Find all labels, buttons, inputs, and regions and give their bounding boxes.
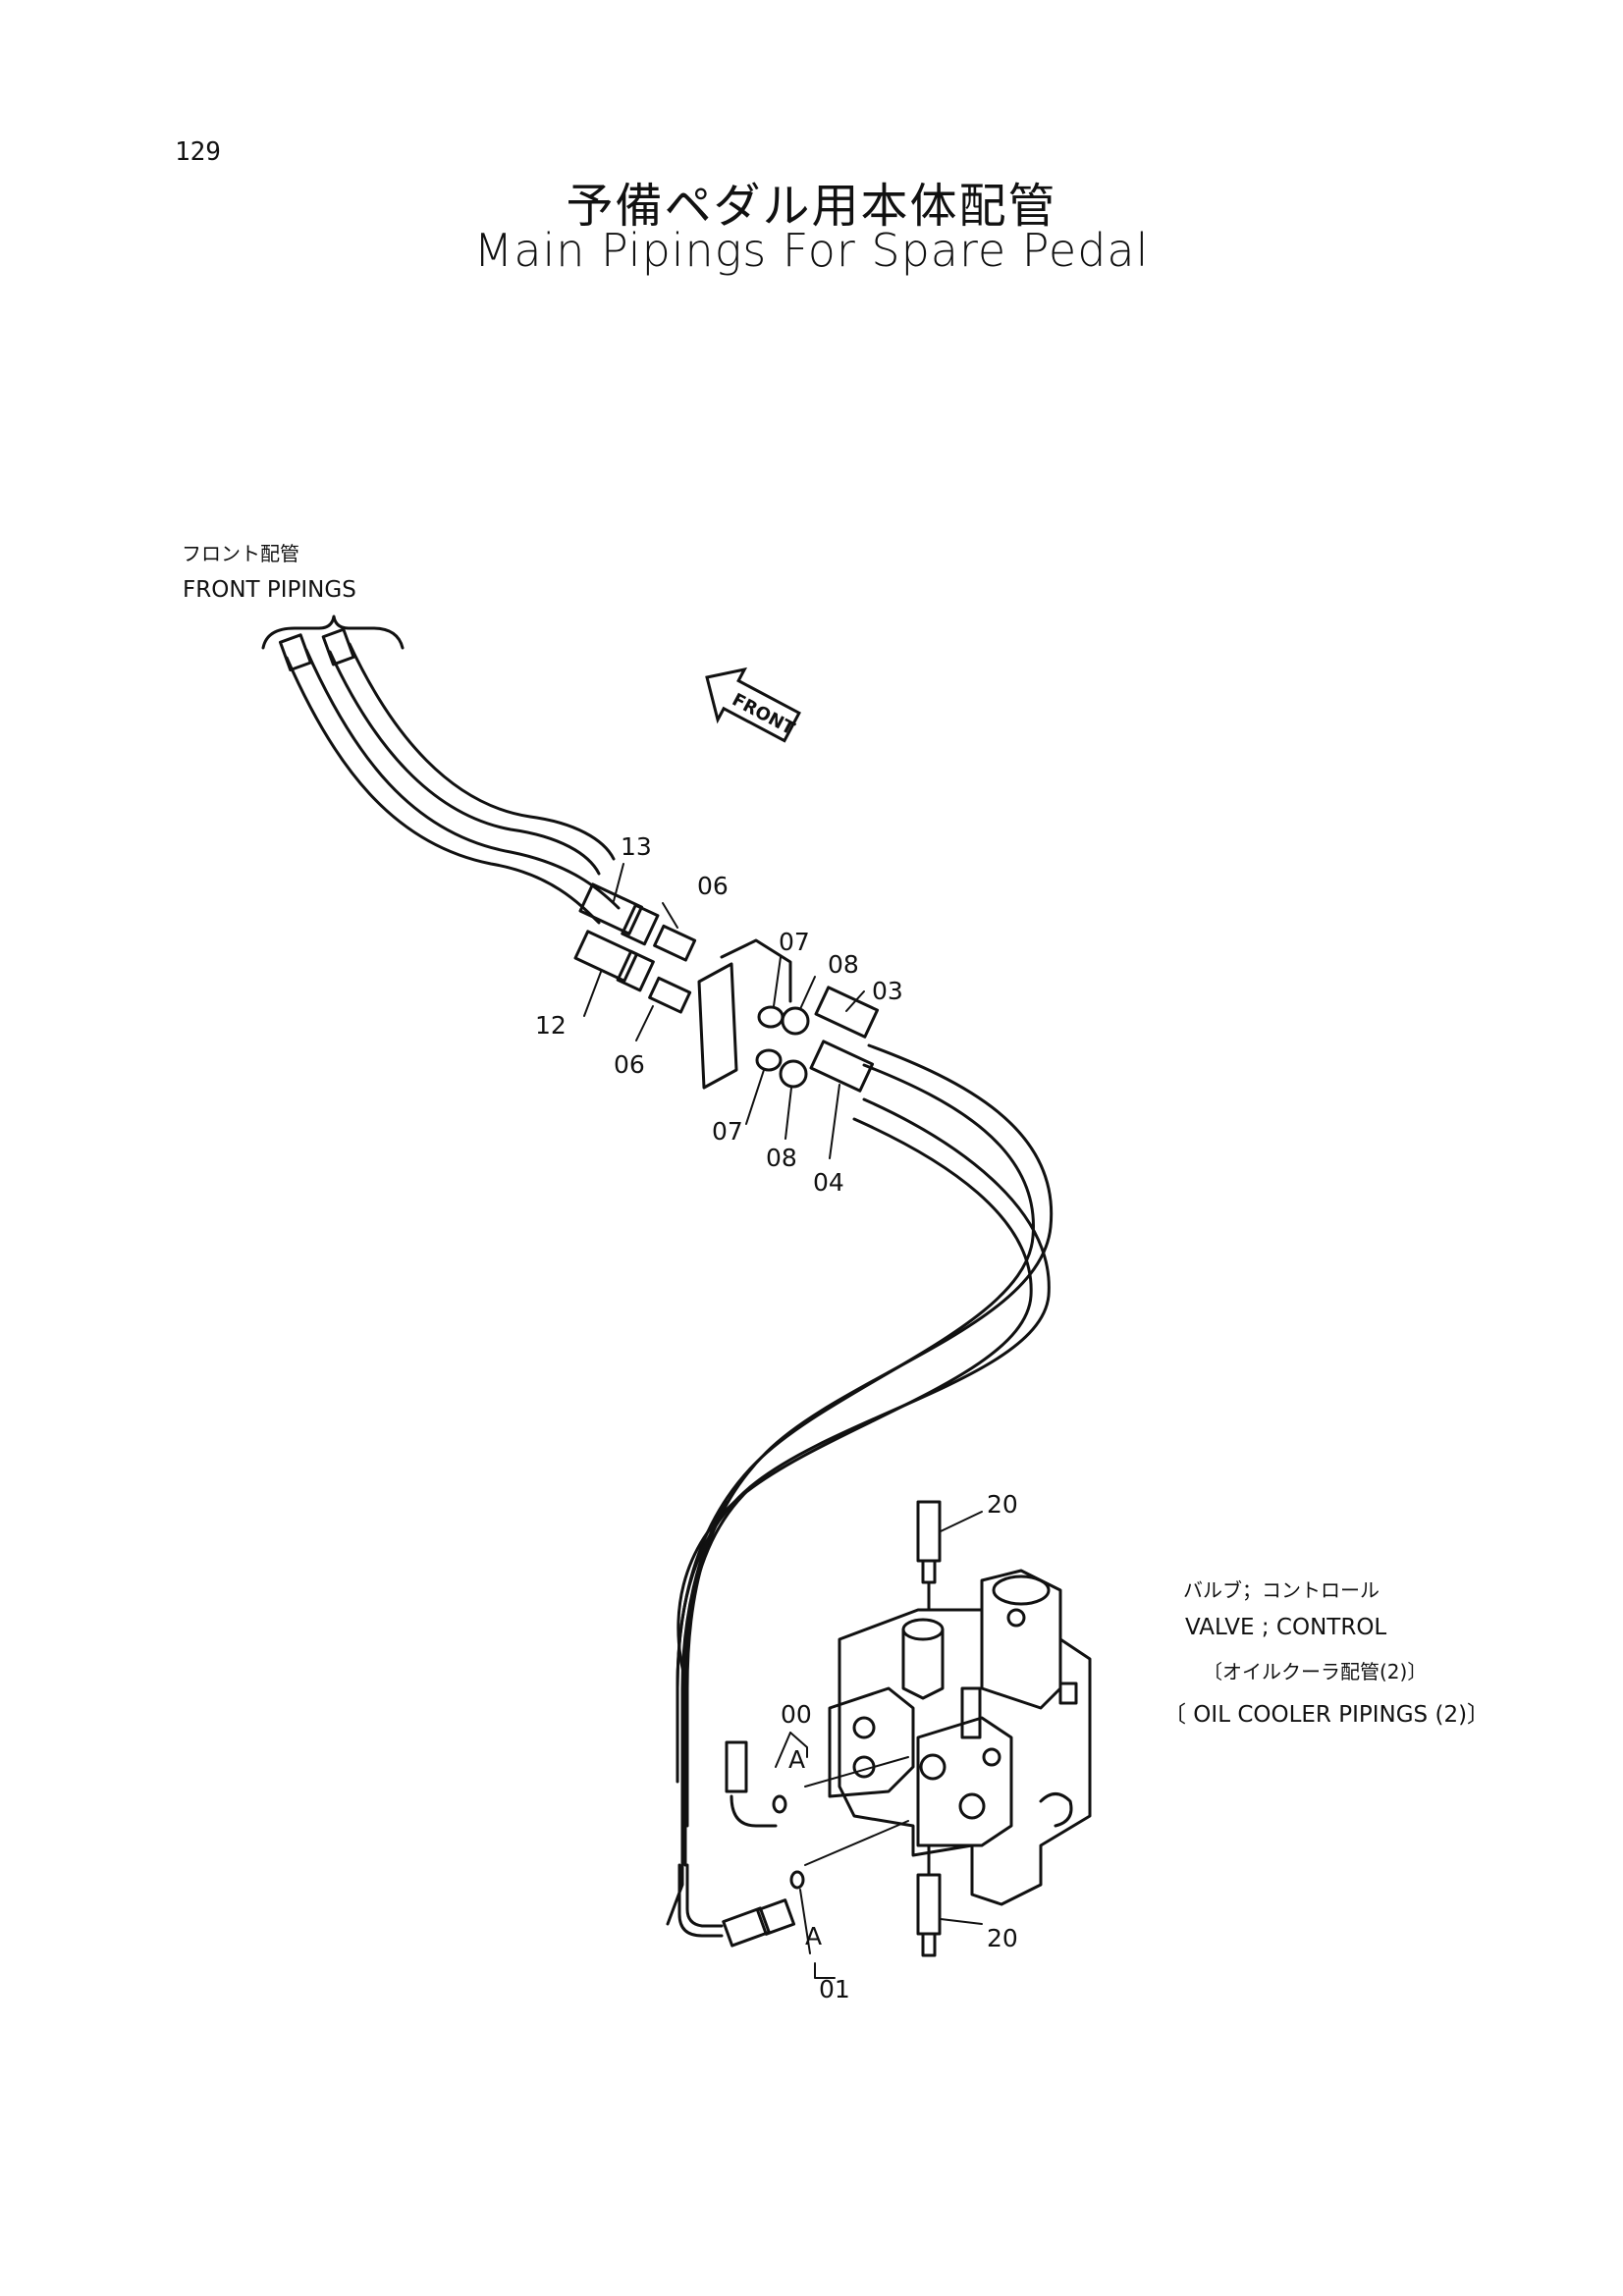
- fitting-04: [809, 1040, 875, 1093]
- front-arrow-label: FRONT: [729, 689, 798, 739]
- callout-07-lower: 07: [712, 1117, 743, 1146]
- page-title-english: Main Pipings For Spare Pedal: [473, 224, 1150, 277]
- control-valve: [828, 1569, 1092, 1906]
- fitting-12: [573, 930, 655, 992]
- plug-20-lower: [916, 1843, 942, 1957]
- fitting-03: [814, 986, 880, 1039]
- callout-03: 03: [872, 977, 903, 1005]
- nut-08-lower: [779, 1059, 808, 1089]
- nut-08-upper: [781, 1006, 810, 1036]
- valve-label-jp: バルブ；コントロール: [1183, 1578, 1380, 1602]
- fitting-01: [722, 1906, 771, 1948]
- bracket-plate: [697, 962, 738, 1090]
- callout-06-upper: 06: [697, 872, 729, 900]
- callout-08-upper: 08: [828, 950, 859, 979]
- callout-00: 00: [781, 1700, 812, 1729]
- main-hoses: [666, 1043, 1054, 1926]
- page-title-japanese: 予備ペダル用本体配管: [566, 179, 1057, 234]
- callout-A-lower: A: [805, 1922, 823, 1950]
- callout-04: 04: [813, 1168, 844, 1197]
- front-pipings-label-en: FRONT PIPINGS: [183, 577, 356, 603]
- oil-cooler-label-en: 〔 OIL COOLER PIPINGS (2)〕: [1163, 1702, 1490, 1728]
- relief-plug: [960, 1686, 982, 1739]
- oil-cooler-label-jp: 〔オイルクーラ配管(2)〕: [1203, 1660, 1428, 1683]
- front-pipings-brace: [261, 614, 405, 650]
- callout-20-upper: 20: [987, 1490, 1018, 1519]
- fitting-13: [578, 882, 660, 946]
- callout-A-upper: A: [788, 1745, 806, 1774]
- callout-06-lower: 06: [614, 1050, 645, 1079]
- callout-08-lower: 08: [766, 1144, 797, 1172]
- front-hoses: [278, 627, 621, 925]
- callout-13: 13: [621, 832, 652, 861]
- callout-12: 12: [535, 1011, 567, 1040]
- callout-07-upper: 07: [779, 928, 810, 956]
- leader-lines: [583, 863, 983, 1979]
- elbow-00: [730, 1794, 778, 1828]
- adapter-06: [648, 924, 697, 1014]
- valve-label-en: VALVE ; CONTROL: [1185, 1615, 1387, 1640]
- front-pipings-label-jp: フロント配管: [182, 542, 299, 565]
- washer-07-lower: [755, 1048, 783, 1072]
- front-arrow-icon: FRONT: [705, 667, 801, 743]
- plug-20-upper: [916, 1500, 942, 1612]
- washer-07-upper: [757, 1005, 784, 1029]
- callout-01: 01: [819, 1975, 850, 2003]
- hose-to-01: [685, 1863, 724, 1928]
- callout-20-lower: 20: [987, 1924, 1018, 1952]
- page-number: 129: [175, 137, 221, 167]
